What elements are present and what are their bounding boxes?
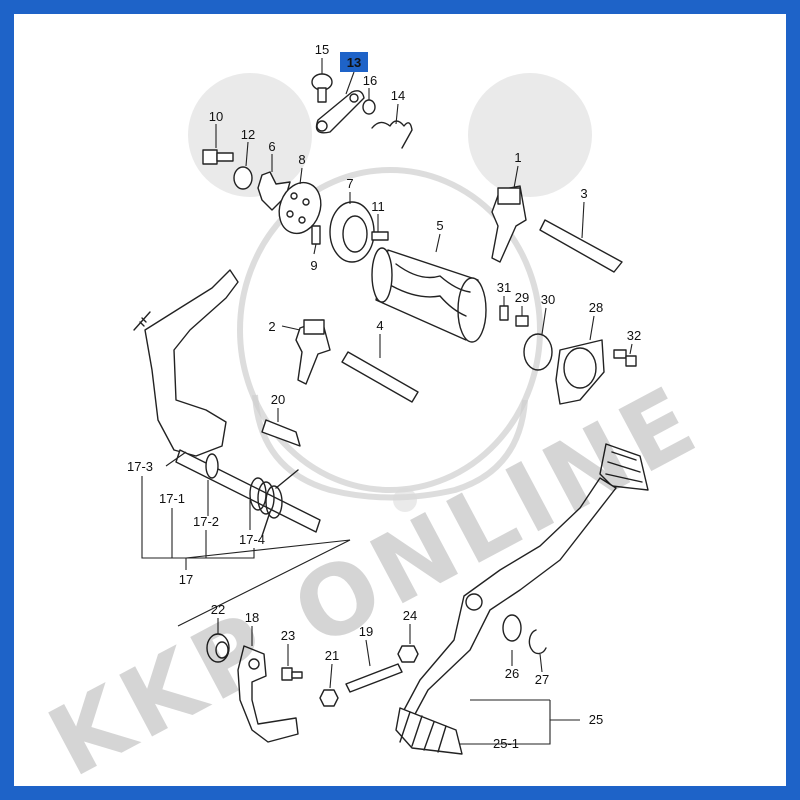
part-19-rod [345, 663, 403, 693]
label-28: 28 [589, 300, 603, 315]
part-26-washer [502, 614, 522, 642]
part-27-circlip [528, 629, 547, 655]
highlight-box [340, 52, 368, 72]
part-1-shift-fork [491, 185, 527, 263]
label-23: 23 [281, 628, 295, 643]
part-9-pin [311, 225, 321, 245]
part-24-nut [397, 645, 419, 663]
part-20-pin [261, 419, 301, 447]
label-25-1: 25-1 [493, 736, 519, 751]
label-21: 21 [325, 648, 339, 663]
part-8-pin-plate [278, 181, 322, 235]
label-20: 20 [271, 392, 285, 407]
part-23-bolt [281, 667, 303, 681]
part-17-3-shift-arm [133, 269, 239, 457]
leader-lines [141, 58, 633, 745]
label-1: 1 [514, 150, 521, 165]
label-24: 24 [403, 608, 417, 623]
label-8: 8 [298, 152, 305, 167]
label-32: 32 [627, 328, 641, 343]
part-4-fork-shaft [341, 351, 419, 403]
label-3: 3 [580, 186, 587, 201]
label-18: 18 [245, 610, 259, 625]
part-16-washer [362, 99, 376, 115]
label-14: 14 [391, 88, 405, 103]
label-22: 22 [211, 602, 225, 617]
label-4: 4 [376, 318, 383, 333]
part-2-shift-fork [295, 319, 331, 385]
label-17-4: 17-4 [239, 532, 265, 547]
label-17-2: 17-2 [193, 514, 219, 529]
label-5: 5 [436, 218, 443, 233]
label-29: 29 [515, 290, 529, 305]
label-27: 27 [535, 672, 549, 687]
part-11-pin [371, 231, 389, 241]
label-12: 12 [241, 127, 255, 142]
part-15-bolt [311, 73, 333, 103]
part-31-pin [499, 305, 509, 321]
label-16: 16 [363, 73, 377, 88]
part-21-nut [319, 689, 339, 707]
label-9: 9 [310, 258, 317, 273]
label-7: 7 [346, 176, 353, 191]
label-2: 2 [268, 319, 275, 334]
label-15: 15 [315, 42, 329, 57]
label-17-3: 17-3 [127, 459, 153, 474]
label-17-1: 17-1 [159, 491, 185, 506]
part-labels: 15 13 16 14 10 12 6 8 7 11 9 5 1 3 31 29… [127, 42, 641, 751]
label-25: 25 [589, 712, 603, 727]
part-28-bearing-holder [555, 339, 605, 405]
label-13[interactable]: 13 [347, 55, 361, 70]
label-31: 31 [497, 280, 511, 295]
label-26: 26 [505, 666, 519, 681]
part-14-spring [371, 120, 413, 149]
part-25-1-pedal-rubber [395, 707, 463, 755]
part-18-shift-lever-arm [237, 645, 299, 743]
part-5-shift-drum [371, 247, 487, 343]
label-30: 30 [541, 292, 555, 307]
label-10: 10 [209, 109, 223, 124]
part-17-4-spring [249, 469, 299, 537]
label-17: 17 [179, 572, 193, 587]
label-6: 6 [268, 139, 275, 154]
part-7-cam [329, 201, 375, 263]
part-32-bolt [613, 349, 637, 367]
part-10-bolt [202, 149, 234, 165]
background-logo [188, 73, 592, 512]
label-19: 19 [359, 624, 373, 639]
watermark: KKP ONLINE [32, 363, 718, 799]
label-11: 11 [371, 199, 385, 214]
part-12-washer [233, 166, 253, 190]
part-30-oring [523, 333, 553, 371]
part-13-stopper-arm[interactable] [315, 90, 365, 134]
part-29-pin [515, 315, 529, 327]
part-3-fork-shaft [539, 219, 623, 273]
